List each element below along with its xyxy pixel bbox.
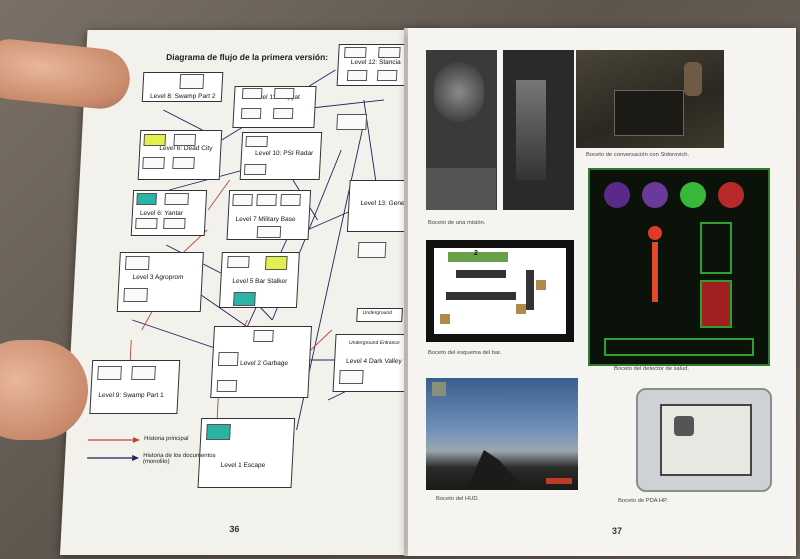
level-label-yantar: Level 6: Yantar <box>139 210 184 217</box>
level-label-psi-radar: Level 10: PSI Radar <box>254 150 314 157</box>
level-label-dark-valley: Level 4 Dark Valley <box>345 358 402 365</box>
level-label-agroprom: Level 3 Agroprom <box>132 274 184 281</box>
node-box <box>232 194 253 206</box>
node-box <box>243 164 267 175</box>
node-box <box>123 288 148 302</box>
node-box-highlight <box>143 134 167 146</box>
node-box <box>216 380 238 392</box>
caption-mission-sketch: Boceto de una misión. <box>428 220 486 226</box>
node-box <box>272 108 294 119</box>
hud-sketch-image <box>426 378 578 490</box>
node-box <box>131 366 156 380</box>
node-box <box>256 226 282 238</box>
node-box-teal <box>233 292 256 306</box>
node-box <box>378 47 401 58</box>
node-box <box>344 47 367 58</box>
level-label-dead-city: Level 6: Dead City <box>159 145 213 152</box>
left-page: Diagrama de flujo de la primera versión: <box>60 30 438 555</box>
node-box <box>227 256 250 268</box>
mission-sketch-image <box>426 50 574 210</box>
hand-lower <box>0 340 88 440</box>
node-box <box>179 74 205 89</box>
node-box <box>217 352 239 366</box>
node-box <box>97 366 122 380</box>
health-detector-image <box>588 168 770 366</box>
legend-arrows <box>87 437 141 461</box>
caption-conversation-sketch: Boceto de conversación con Sidorovich. <box>586 152 690 158</box>
caption-bar-schematic: Boceto del esquema del bar. <box>428 350 502 356</box>
node-box <box>163 218 186 229</box>
node-box <box>256 194 277 206</box>
node-box <box>273 88 295 99</box>
node-box <box>173 134 197 146</box>
node-box <box>253 330 274 342</box>
level-label-escape: Level 1 Escape <box>220 462 266 469</box>
caption-health-detector: Boceto del detector de salud. <box>614 366 690 372</box>
node-box <box>172 157 195 169</box>
node-box-highlight <box>264 256 288 270</box>
bar-map-number: 2 <box>474 250 478 257</box>
node-box <box>280 194 301 206</box>
node-box <box>142 157 165 169</box>
legend-label-documents-story: Historia de los documentos (monolito) <box>142 453 216 465</box>
node-box <box>376 70 398 81</box>
node-box <box>346 70 368 81</box>
node-box <box>245 136 268 147</box>
level-label-swamp-part-1: Level 9: Swamp Part 1 <box>98 392 164 399</box>
page-number-left: 36 <box>229 524 240 534</box>
node-box <box>164 193 189 205</box>
level-label-military-base: Level 7 Military Base <box>235 216 296 223</box>
pda-image <box>636 388 772 492</box>
node-box <box>241 88 263 99</box>
node-box <box>240 108 262 119</box>
right-page: Boceto de una misión. Boceto de conversa… <box>408 28 796 556</box>
caption-pda: Boceto de PDA HP. <box>618 498 668 504</box>
node-box <box>135 218 158 229</box>
level-label-stancia: Level 12: Stancia <box>350 59 401 66</box>
node-box-teal <box>206 424 231 440</box>
level-label-underground-entrance: Underground Entrance <box>348 340 400 346</box>
level-label-garbage: Level 2 Garbage <box>239 360 289 367</box>
level-label-bar-stalker: Level 5 Bar Stalker <box>232 278 288 285</box>
legend-label-main-story: Historia principal <box>143 436 189 442</box>
bar-schematic-image: 2 <box>426 240 574 342</box>
page-number-right: 37 <box>612 526 623 536</box>
node-box <box>338 370 364 384</box>
node-box <box>357 242 387 258</box>
conversation-sketch-image <box>576 50 724 148</box>
node-box <box>336 114 368 130</box>
node-box <box>124 256 150 270</box>
caption-hud-sketch: Boceto del HUD. <box>436 496 480 502</box>
level-label-swamp-part-2: Level 8: Swamp Part 2 <box>149 93 216 100</box>
level-label-underground: Underground <box>362 310 393 316</box>
node-box-teal <box>136 193 157 205</box>
